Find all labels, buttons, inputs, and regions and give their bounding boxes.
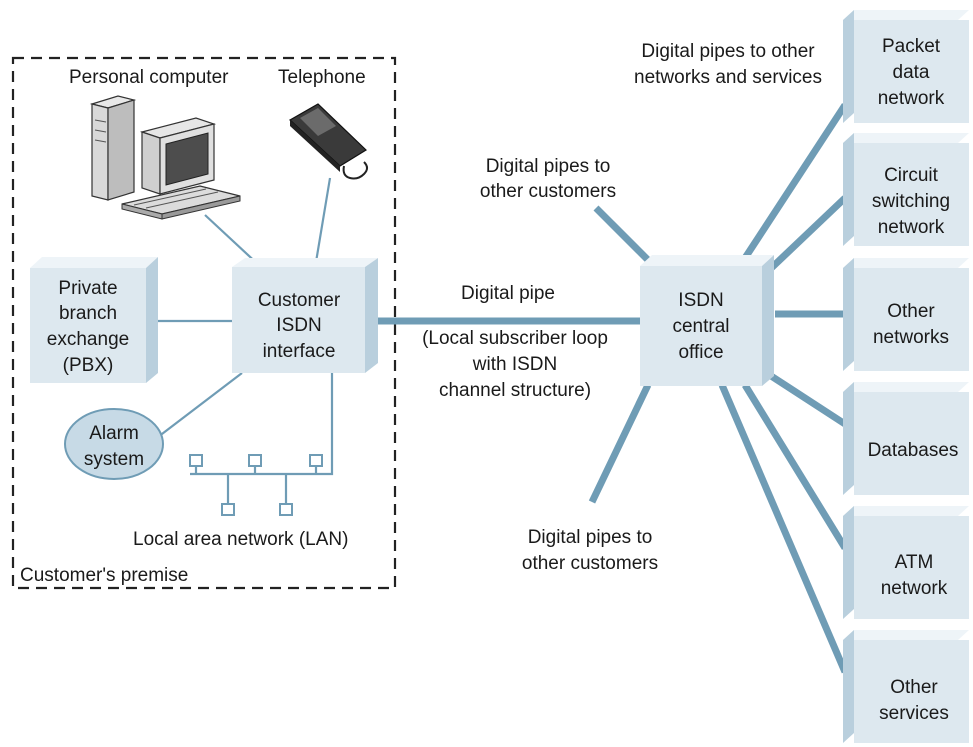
pbx-box [30, 257, 158, 383]
pbx-line-2: branch [59, 303, 117, 324]
office-line-1: ISDN [678, 290, 723, 311]
alarm-link [157, 372, 243, 438]
network-box-databases [843, 382, 969, 495]
pbx-line-3: exchange [47, 329, 129, 350]
pipes-customers-top-line-2: other customers [480, 181, 616, 202]
pbx-line-1: Private [58, 278, 117, 299]
interface-line-2: ISDN [276, 315, 321, 336]
digital-pipe-label: Digital pipe [461, 283, 555, 304]
pipes-networks-line-2: networks and services [634, 67, 822, 88]
pbx-line-4: (PBX) [63, 355, 114, 376]
office-line-2: central [672, 316, 729, 337]
telephone-icon [288, 103, 368, 180]
network-box-packet [843, 10, 969, 123]
office-pipes [588, 103, 849, 674]
interface-line-1: Customer [258, 290, 341, 311]
network-box-services [843, 630, 969, 743]
loop-note-line-1: (Local subscriber loop [422, 328, 608, 349]
telephone-label: Telephone [278, 67, 366, 88]
network-box-atm [843, 506, 969, 619]
pipes-customers-bottom-line-1: Digital pipes to [528, 527, 653, 548]
premise-boundary [11, 56, 397, 590]
office-line-3: office [678, 342, 723, 363]
alarm-line-1: Alarm [89, 423, 139, 444]
loop-note-line-2: with ISDN [472, 354, 557, 375]
pipes-networks-line-1: Digital pipes to other [641, 41, 815, 62]
phone-link [314, 177, 332, 263]
network-box-other [843, 258, 969, 371]
network-circuit-line-2: switching [872, 191, 950, 212]
network-other-line-1: Other [887, 301, 935, 322]
network-databases-line-1: Databases [868, 440, 959, 461]
network-circuit-line-3: network [878, 217, 945, 238]
network-packet-line-3: network [878, 88, 945, 109]
interface-line-3: interface [263, 341, 336, 362]
central-office-box [640, 255, 774, 386]
alarm-system-ellipse [64, 408, 164, 480]
network-box-circuit [843, 133, 969, 246]
alarm-line-2: system [84, 449, 144, 470]
pipes-customers-top-line-1: Digital pipes to [486, 156, 611, 177]
network-services-line-2: services [879, 703, 949, 724]
loop-note-line-3: channel structure) [439, 380, 591, 401]
pipes-customers-bottom-line-2: other customers [522, 553, 658, 574]
network-packet-line-2: data [893, 62, 930, 83]
network-atm-line-2: network [881, 578, 948, 599]
network-services-line-1: Other [890, 677, 938, 698]
computer-label: Personal computer [69, 67, 229, 88]
network-circuit-line-1: Circuit [884, 165, 939, 186]
lan [189, 362, 334, 516]
computer-icon [89, 95, 241, 220]
lan-label: Local area network (LAN) [133, 529, 348, 550]
customer-interface-box [232, 258, 378, 373]
network-other-line-2: networks [873, 327, 949, 348]
network-atm-line-1: ATM [895, 552, 934, 573]
network-packet-line-1: Packet [882, 36, 941, 57]
premise-label: Customer's premise [20, 565, 188, 586]
